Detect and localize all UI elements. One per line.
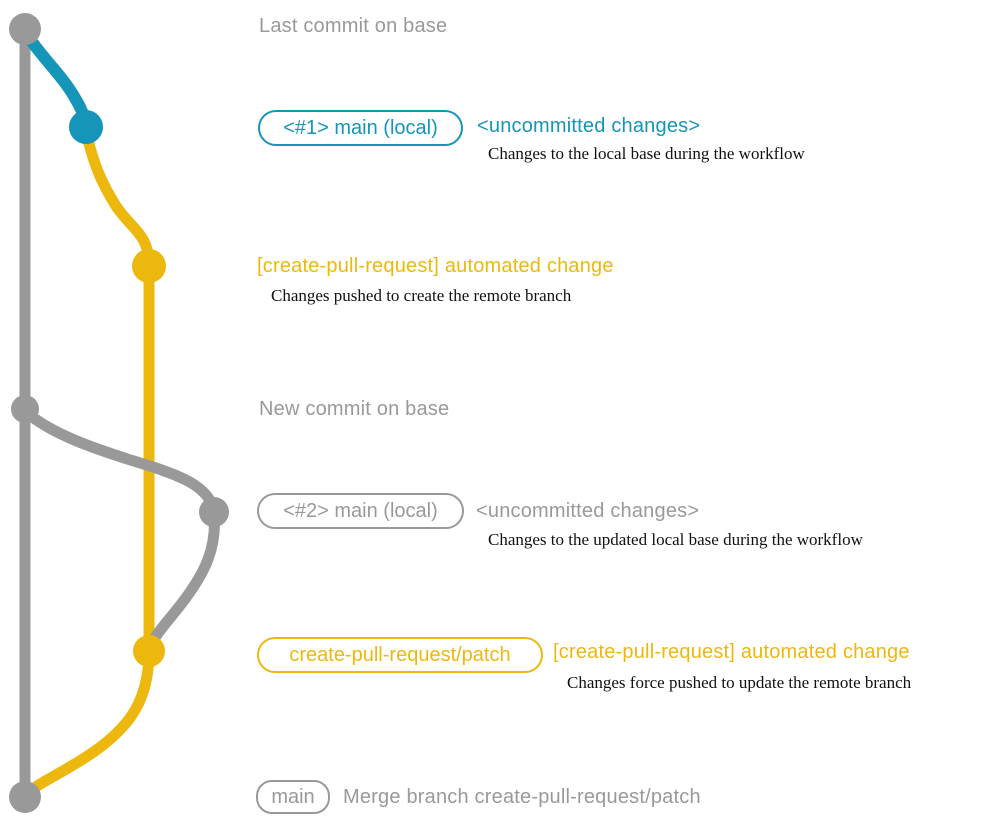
automated-change-1-title: [create-pull-request] automated change xyxy=(257,255,614,277)
patch-branch-badge: create-pull-request/patch xyxy=(257,637,543,673)
merge-commit-message: Merge branch create-pull-request/patch xyxy=(343,786,701,808)
patch-branch-badge-label: create-pull-request/patch xyxy=(289,643,511,666)
local-main-2-badge-label: <#2> main (local) xyxy=(283,499,438,522)
automated-change-2-title: [create-pull-request] automated change xyxy=(553,641,910,663)
automated-change-1-description: Changes pushed to create the remote bran… xyxy=(271,286,572,305)
git-graph xyxy=(9,13,229,813)
local-main-1-badge: <#1> main (local) xyxy=(258,110,463,146)
commit-dot-last-base xyxy=(9,13,41,45)
local-main-2-title: <uncommitted changes> xyxy=(476,500,700,522)
main-badge-label: main xyxy=(271,785,315,808)
local-main-1-badge-label: <#1> main (local) xyxy=(283,116,438,139)
new-commit-message: New commit on base xyxy=(259,398,450,420)
automated-change-2-description: Changes force pushed to update the remot… xyxy=(567,673,912,692)
commit-dot-merge xyxy=(9,781,41,813)
commit-dot-new-base xyxy=(11,395,39,423)
commit-dot-local-main-2 xyxy=(199,497,229,527)
local-main-1-branch xyxy=(19,26,92,131)
local-main-2-badge: <#2> main (local) xyxy=(257,493,464,529)
last-commit-message: Last commit on base xyxy=(259,15,448,37)
commit-dot-local-main-1 xyxy=(69,110,103,144)
local-main-2-branch-out xyxy=(20,406,220,517)
local-main-2-description: Changes to the updated local base during… xyxy=(488,530,863,549)
main-badge: main xyxy=(256,780,330,814)
commit-dot-patch-branch-1 xyxy=(132,249,166,283)
local-main-1-title: <uncommitted changes> xyxy=(477,115,701,137)
commit-dot-patch-branch-2 xyxy=(133,635,165,667)
local-main-2-branch-merge xyxy=(144,507,220,654)
local-main-1-description: Changes to the local base during the wor… xyxy=(488,144,805,163)
